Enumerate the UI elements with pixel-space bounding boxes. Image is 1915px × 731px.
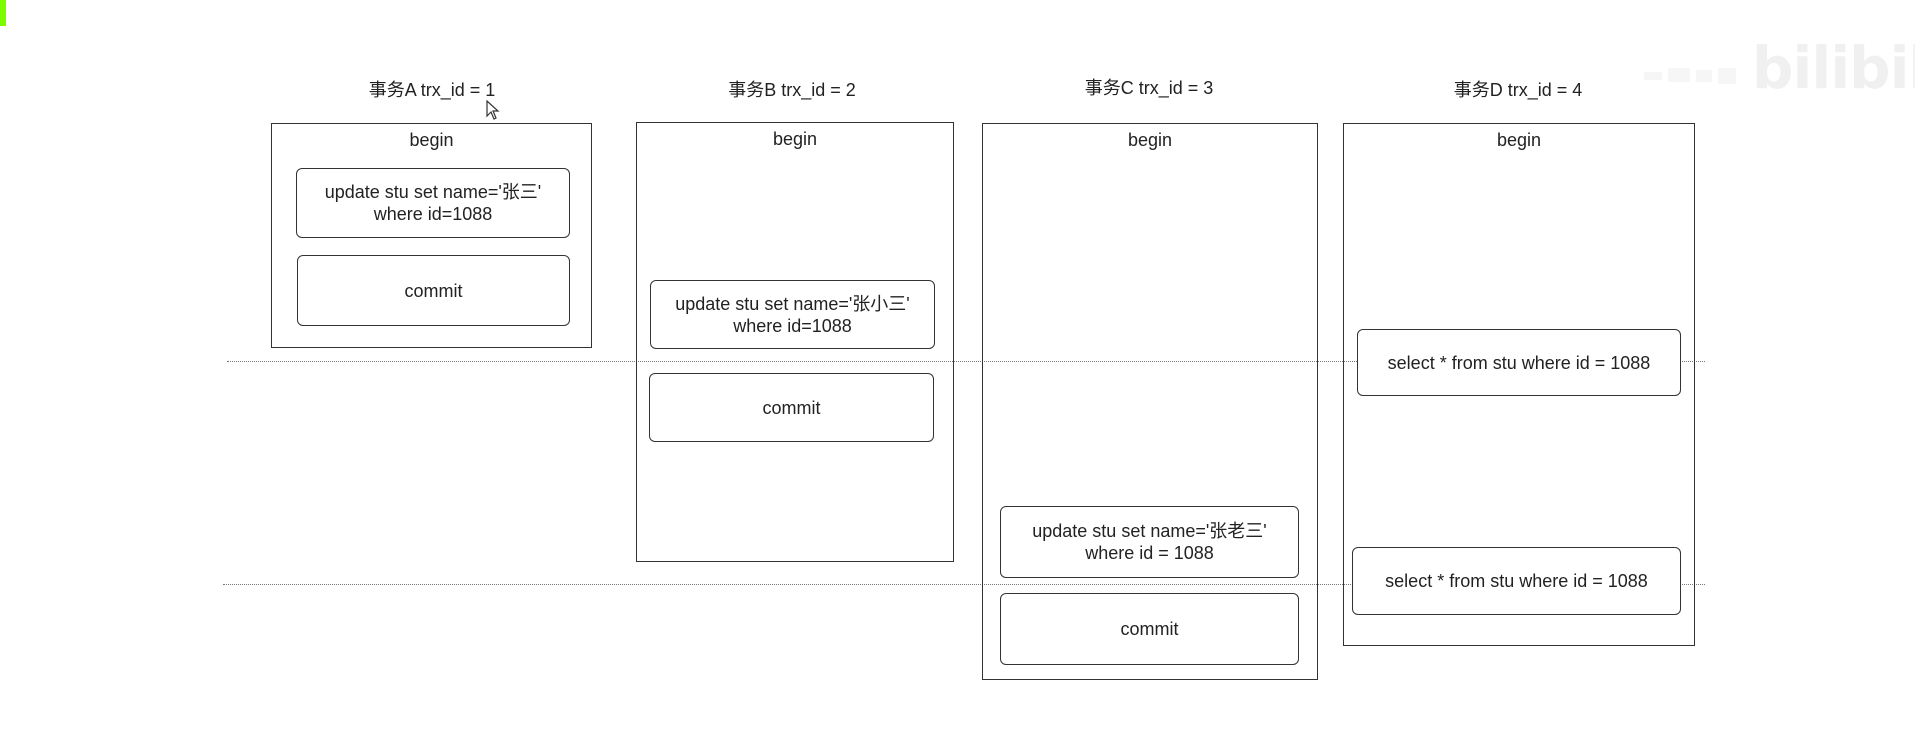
transaction-d-box: begin [1343, 123, 1695, 646]
transaction-a-box: begin [271, 123, 592, 348]
transaction-b-commit: commit [649, 373, 934, 442]
transaction-b-update-line2: where id=1088 [733, 315, 852, 336]
mouse-cursor-icon [486, 99, 500, 125]
timeline-separator-1 [227, 361, 1705, 362]
corner-marker [0, 0, 6, 26]
transaction-a-commit: commit [297, 255, 570, 326]
bilibili-watermark-logo: bilibili [1752, 34, 1915, 102]
transaction-d-title: 事务D trx_id = 4 [1453, 80, 1583, 100]
transaction-c-update: update stu set name='张老三' where id = 108… [1000, 506, 1299, 578]
transaction-a-update: update stu set name='张三' where id=1088 [296, 168, 570, 238]
transaction-c-title: 事务C trx_id = 3 [1084, 78, 1214, 98]
timeline-separator-2 [223, 584, 1705, 585]
transaction-b-begin: begin [772, 129, 818, 149]
transaction-c-begin: begin [1127, 130, 1173, 150]
transaction-c-update-line1: update stu set name='张老三' [1032, 521, 1267, 541]
transaction-d-select-2: select * from stu where id = 1088 [1352, 547, 1681, 615]
transaction-b-update-line1: update stu set name='张小三' [675, 293, 910, 314]
transaction-c-commit: commit [1000, 593, 1299, 665]
transaction-d-select-1: select * from stu where id = 1088 [1357, 329, 1681, 396]
transaction-a-begin: begin [409, 130, 454, 150]
transaction-c-update-line2: where id = 1088 [1085, 543, 1214, 563]
transaction-a-update-line2: where id=1088 [373, 204, 493, 224]
transaction-b-box: begin [636, 122, 954, 562]
transaction-c-box: begin [982, 123, 1318, 680]
transaction-a-title: 事务A trx_id = 1 [368, 80, 496, 100]
transaction-b-update: update stu set name='张小三' where id=1088 [650, 280, 935, 349]
watermark-faint-text [1640, 62, 1740, 90]
transaction-b-title: 事务B trx_id = 2 [728, 80, 856, 100]
transaction-d-begin: begin [1496, 130, 1542, 150]
transaction-a-update-line1: update stu set name='张三' [324, 182, 542, 202]
